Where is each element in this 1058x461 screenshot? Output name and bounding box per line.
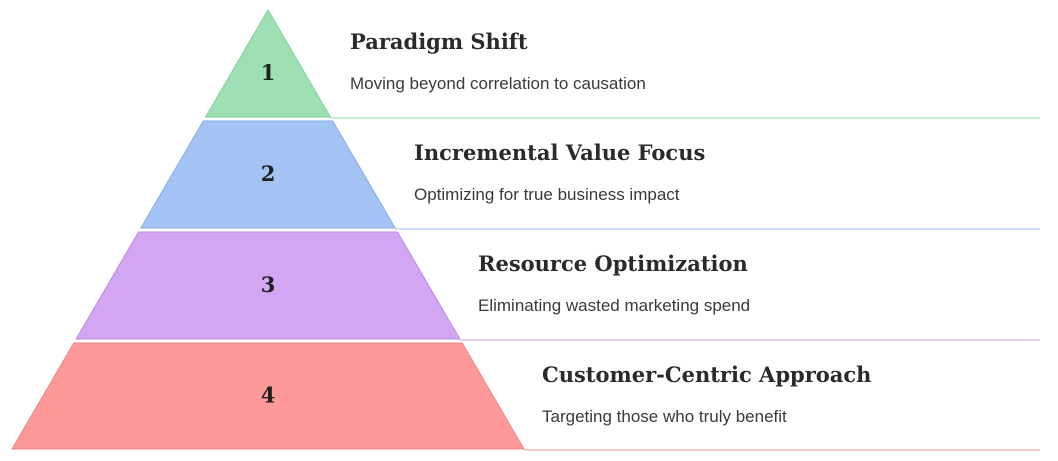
tier-4-title: Customer-Centric Approach xyxy=(542,362,871,387)
tier-2-number: 2 xyxy=(261,161,276,186)
tier-3: 3 Resource Optimization Eliminating wast… xyxy=(75,231,1040,341)
tier-3-shape xyxy=(75,231,461,340)
tier-2-shape xyxy=(140,120,396,229)
tier-1-description: Moving beyond correlation to causation xyxy=(350,74,646,93)
tier-4: 4 Customer-Centric Approach Targeting th… xyxy=(11,342,1040,451)
tier-1-shape xyxy=(204,9,332,118)
tier-4-description: Targeting those who truly benefit xyxy=(542,407,787,426)
tier-1-number: 1 xyxy=(261,60,276,85)
tier-3-description: Eliminating wasted marketing spend xyxy=(478,296,750,315)
tier-2: 2 Incremental Value Focus Optimizing for… xyxy=(140,120,1040,230)
tier-4-shape xyxy=(11,342,525,450)
tier-3-title: Resource Optimization xyxy=(478,251,748,276)
tier-3-number: 3 xyxy=(261,272,276,297)
tier-4-number: 4 xyxy=(261,383,276,408)
tier-2-title: Incremental Value Focus xyxy=(414,140,705,165)
tier-1-title: Paradigm Shift xyxy=(350,29,528,54)
tier-1: 1 Paradigm Shift Moving beyond correlati… xyxy=(204,9,1040,119)
tier-2-description: Optimizing for true business impact xyxy=(414,185,680,204)
